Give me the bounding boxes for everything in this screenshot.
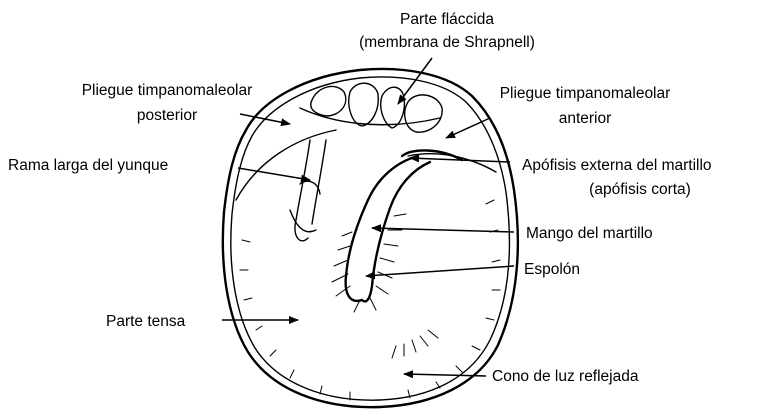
pars-flaccida-shape — [300, 83, 442, 132]
arrow-posterior-fold — [240, 114, 290, 124]
label-pars-flaccida-line2: (membrana de Shrapnell) — [359, 34, 535, 51]
label-lateral-process-line2: (apófisis corta) — [589, 181, 691, 198]
label-cone-of-light: Cono de luz reflejada — [492, 368, 639, 385]
incus-long-process-shape — [290, 140, 326, 241]
membrane-outline-inner — [231, 77, 510, 400]
label-lateral-process-line1: Apófisis externa del martillo — [522, 157, 712, 174]
label-pars-tensa: Parte tensa — [106, 313, 186, 330]
arrow-umbo — [366, 266, 514, 276]
label-incus-long-process: Rama larga del yunque — [8, 157, 168, 174]
label-umbo: Espolón — [524, 261, 580, 278]
label-malleus-handle: Mango del martillo — [526, 225, 653, 242]
malleus-handle-shape — [346, 150, 462, 301]
arrow-pars-flaccida — [398, 58, 432, 104]
labels: Parte fláccida (membrana de Shrapnell) P… — [8, 11, 712, 385]
label-anterior-fold-line2: anterior — [559, 110, 612, 127]
arrow-anterior-fold — [446, 118, 490, 138]
posterior-fold-shape — [236, 130, 336, 200]
label-pars-flaccida-line1: Parte fláccida — [400, 11, 494, 28]
label-anterior-fold-line1: Pliegue timpanomaleolar — [500, 85, 671, 102]
label-posterior-fold-line2: posterior — [137, 107, 197, 124]
label-posterior-fold-line1: Pliegue timpanomaleolar — [82, 82, 253, 99]
arrow-incus-long-process — [238, 168, 310, 180]
